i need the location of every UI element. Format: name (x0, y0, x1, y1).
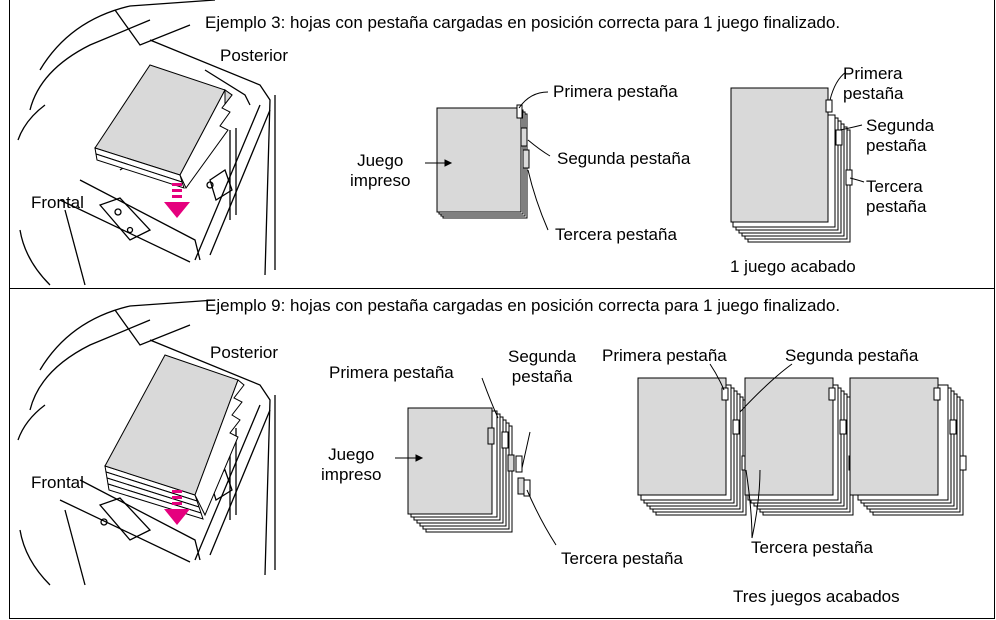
tray-paper-stack-top (94, 64, 233, 189)
finished-stack-bottom-1 (637, 377, 749, 516)
label-frontal-top: Frontal (31, 193, 84, 212)
label-tercera-pestana-stack-bottom: Tercera pestaña (751, 538, 873, 557)
leaders-top (425, 91, 551, 231)
label-primera-pestana-top: Primera pestaña (553, 82, 678, 101)
label-primera-pestana-stack-bottom: Primera pestaña (602, 346, 727, 365)
tray-machine-top (17, 0, 276, 286)
figure-frame (9, 0, 995, 619)
label-juego-impreso-top: Juego impreso (350, 151, 411, 190)
caption-example-3: Ejemplo 3: hojas con pestaña cargadas en… (205, 13, 841, 32)
finished-stack-bottom-3 (849, 377, 967, 516)
finished-stack-bottom-2 (744, 377, 856, 516)
finished-stack-top (730, 87, 853, 243)
leaders-top-stack (829, 71, 865, 183)
leaders-bottom (395, 377, 557, 546)
label-tercera-pestana-bottom: Tercera pestaña (561, 549, 683, 568)
label-juego-impreso-bottom: Juego impreso (321, 445, 382, 484)
load-arrow-bottom (164, 490, 190, 525)
label-frontal-bottom: Frontal (31, 473, 84, 492)
label-posterior-top: Posterior (220, 46, 289, 65)
label-tercera-pestana-stack-top: Tercera pestaña (866, 177, 927, 216)
label-segunda-pestana-stack-bottom: Segunda pestaña (785, 346, 919, 365)
label-finished-top: 1 juego acabado (730, 257, 856, 276)
label-tercera-pestana-top: Tercera pestaña (555, 225, 677, 244)
label-segunda-pestana-bottom: Segunda pestaña (508, 347, 577, 386)
caption-example-9: Ejemplo 9: hojas con pestaña cargadas en… (205, 296, 841, 315)
label-finished-bottom: Tres juegos acabados (733, 587, 900, 606)
label-segunda-pestana-top: Segunda pestaña (557, 149, 691, 168)
label-segunda-pestana-stack-top: Segunda pestaña (866, 116, 935, 155)
label-primera-pestana-bottom: Primera pestaña (329, 363, 454, 382)
leaders-bottom-stacks (709, 363, 793, 539)
label-posterior-bottom: Posterior (210, 343, 279, 362)
printed-set-bottom (407, 407, 531, 533)
load-arrow-top (164, 183, 190, 218)
tray-machine-bottom (17, 299, 276, 586)
label-primera-pestana-stack-top: Primera pestaña (843, 64, 904, 103)
printed-set-top (436, 104, 530, 219)
section-divider (9, 288, 995, 289)
